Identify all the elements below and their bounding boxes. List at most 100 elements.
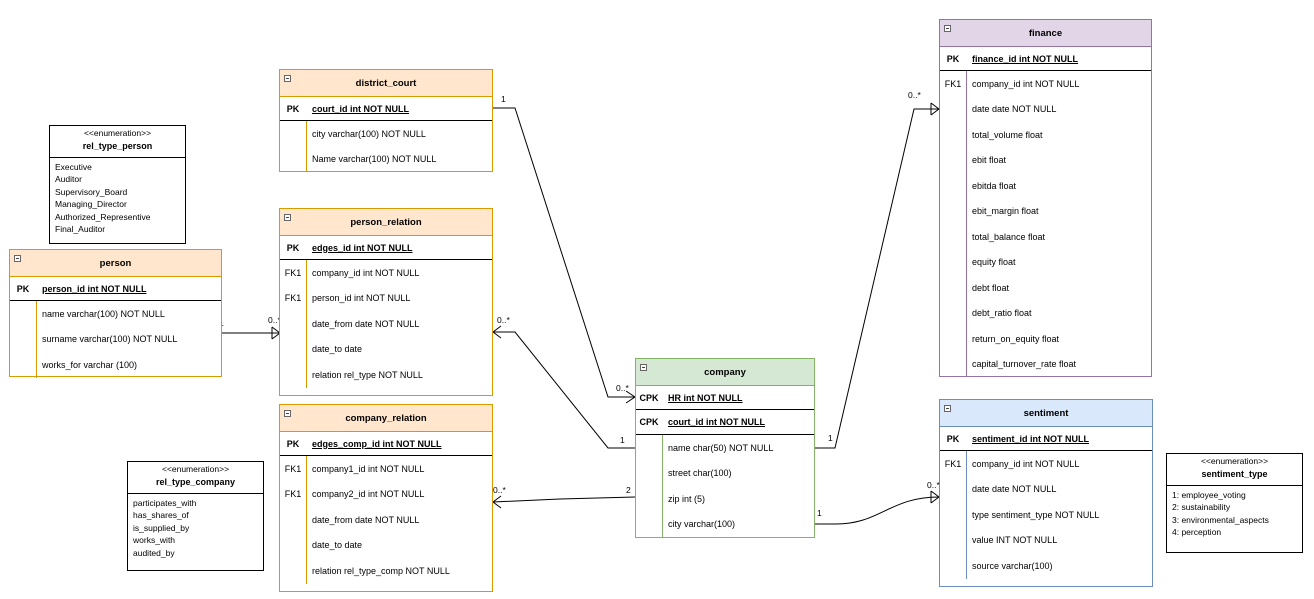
field-row[interactable]: date date NOT NULL xyxy=(940,97,1151,123)
field-row[interactable]: FK1 company2_id int NOT NULL xyxy=(280,482,492,508)
table-header[interactable]: district_court xyxy=(280,70,492,96)
edge-label: 1 xyxy=(817,508,822,518)
field-name: ebit_margin float xyxy=(972,206,1039,217)
field-name: city varchar(100) xyxy=(668,519,736,530)
collapse-icon[interactable] xyxy=(640,364,647,371)
key-column-divider xyxy=(966,451,967,579)
field-name: equity float xyxy=(972,257,1016,268)
field-row[interactable]: relation rel_type_comp NOT NULL xyxy=(280,558,492,584)
field-row[interactable]: debt float xyxy=(940,275,1151,301)
field-row[interactable]: equity float xyxy=(940,250,1151,276)
field-name: value INT NOT NULL xyxy=(972,535,1058,546)
field-row[interactable]: surname varchar(100) NOT NULL xyxy=(10,327,221,353)
field-row[interactable]: ebit_margin float xyxy=(940,199,1151,225)
field-row[interactable]: relation rel_type NOT NULL xyxy=(280,362,492,388)
field-name: company_id int NOT NULL xyxy=(312,267,420,278)
collapse-icon[interactable] xyxy=(14,255,21,262)
field-row[interactable]: date date NOT NULL xyxy=(940,477,1152,503)
field-row[interactable]: city varchar(100) NOT NULL xyxy=(280,121,492,147)
collapse-icon[interactable] xyxy=(944,25,951,32)
field-name: date_from date NOT NULL xyxy=(312,318,420,329)
field-name: company2_id int NOT NULL xyxy=(312,489,425,500)
field-name: ebitda float xyxy=(972,180,1017,191)
edge-label: 1 xyxy=(828,433,833,443)
collapse-icon[interactable] xyxy=(284,410,291,417)
field-row[interactable]: value INT NOT NULL xyxy=(940,528,1152,554)
field-name: debt_ratio float xyxy=(972,308,1032,319)
field-name: capital_turnover_rate float xyxy=(972,359,1077,370)
table-header[interactable]: person_relation xyxy=(280,209,492,235)
enum-value: Final_Auditor xyxy=(55,224,106,235)
field-row[interactable]: city varchar(100) xyxy=(636,512,814,538)
table-header[interactable]: sentiment xyxy=(940,400,1152,426)
edge-comprel-company xyxy=(492,496,636,503)
enum-value: Supervisory_Board xyxy=(55,186,128,197)
table-header[interactable]: person xyxy=(10,250,221,276)
edge-company-sentiment xyxy=(814,496,940,525)
table-header[interactable]: company_relation xyxy=(280,405,492,431)
field-row[interactable]: Name varchar(100) NOT NULL xyxy=(280,147,492,173)
field-row[interactable]: total_volume float xyxy=(940,122,1151,148)
crowfoot-comprel xyxy=(492,495,502,509)
field-name: name varchar(100) NOT NULL xyxy=(42,308,165,319)
enum-rel-type-company[interactable]: <<enumeration>> rel_type_company partici… xyxy=(127,461,264,571)
field-row[interactable]: name varchar(100) NOT NULL xyxy=(10,301,221,327)
enum-rel-type-person[interactable]: <<enumeration>> rel_type_person Executiv… xyxy=(49,125,186,244)
collapse-icon[interactable] xyxy=(284,75,291,82)
key-label: PK xyxy=(286,242,300,253)
field-row[interactable]: zip int (5) xyxy=(636,486,814,512)
field-row[interactable]: name char(50) NOT NULL xyxy=(636,435,814,461)
key-label: FK1 xyxy=(284,489,302,500)
field-name: total_volume float xyxy=(972,129,1043,140)
table-header[interactable]: finance xyxy=(940,20,1151,46)
field-row[interactable]: total_balance float xyxy=(940,224,1151,250)
field-row[interactable]: date_to date xyxy=(280,533,492,559)
field-row[interactable]: capital_turnover_rate float xyxy=(940,352,1151,378)
key-column-divider xyxy=(662,435,663,537)
edge-company-finance xyxy=(814,108,939,449)
field-row[interactable]: debt_ratio float xyxy=(940,301,1151,327)
enum-sentiment-type[interactable]: <<enumeration>> sentiment_type 1: employ… xyxy=(1166,453,1303,553)
enum-value: 4: perception xyxy=(1172,527,1222,538)
collapse-icon[interactable] xyxy=(284,214,291,221)
field-row[interactable]: date_from date NOT NULL xyxy=(280,507,492,533)
field-row[interactable]: ebitda float xyxy=(940,173,1151,199)
field-row[interactable]: return_on_equity float xyxy=(940,326,1151,352)
field-row[interactable]: works_for varchar (100) xyxy=(10,352,221,378)
field-row[interactable]: date_from date NOT NULL xyxy=(280,311,492,337)
key-label: PK xyxy=(286,103,300,114)
table-header[interactable]: company xyxy=(636,359,814,385)
field-row[interactable]: date_to date xyxy=(280,337,492,363)
enum-value: Executive xyxy=(55,162,92,172)
key-label: FK1 xyxy=(944,458,962,469)
collapse-icon[interactable] xyxy=(944,405,951,412)
field-row[interactable]: street char(100) xyxy=(636,461,814,487)
field-row[interactable]: type sentiment_type NOT NULL xyxy=(940,502,1152,528)
enum-value: has_shares_of xyxy=(133,510,189,521)
field-row[interactable]: source varchar(100) xyxy=(940,553,1152,579)
field-row[interactable]: ebit float xyxy=(940,148,1151,174)
